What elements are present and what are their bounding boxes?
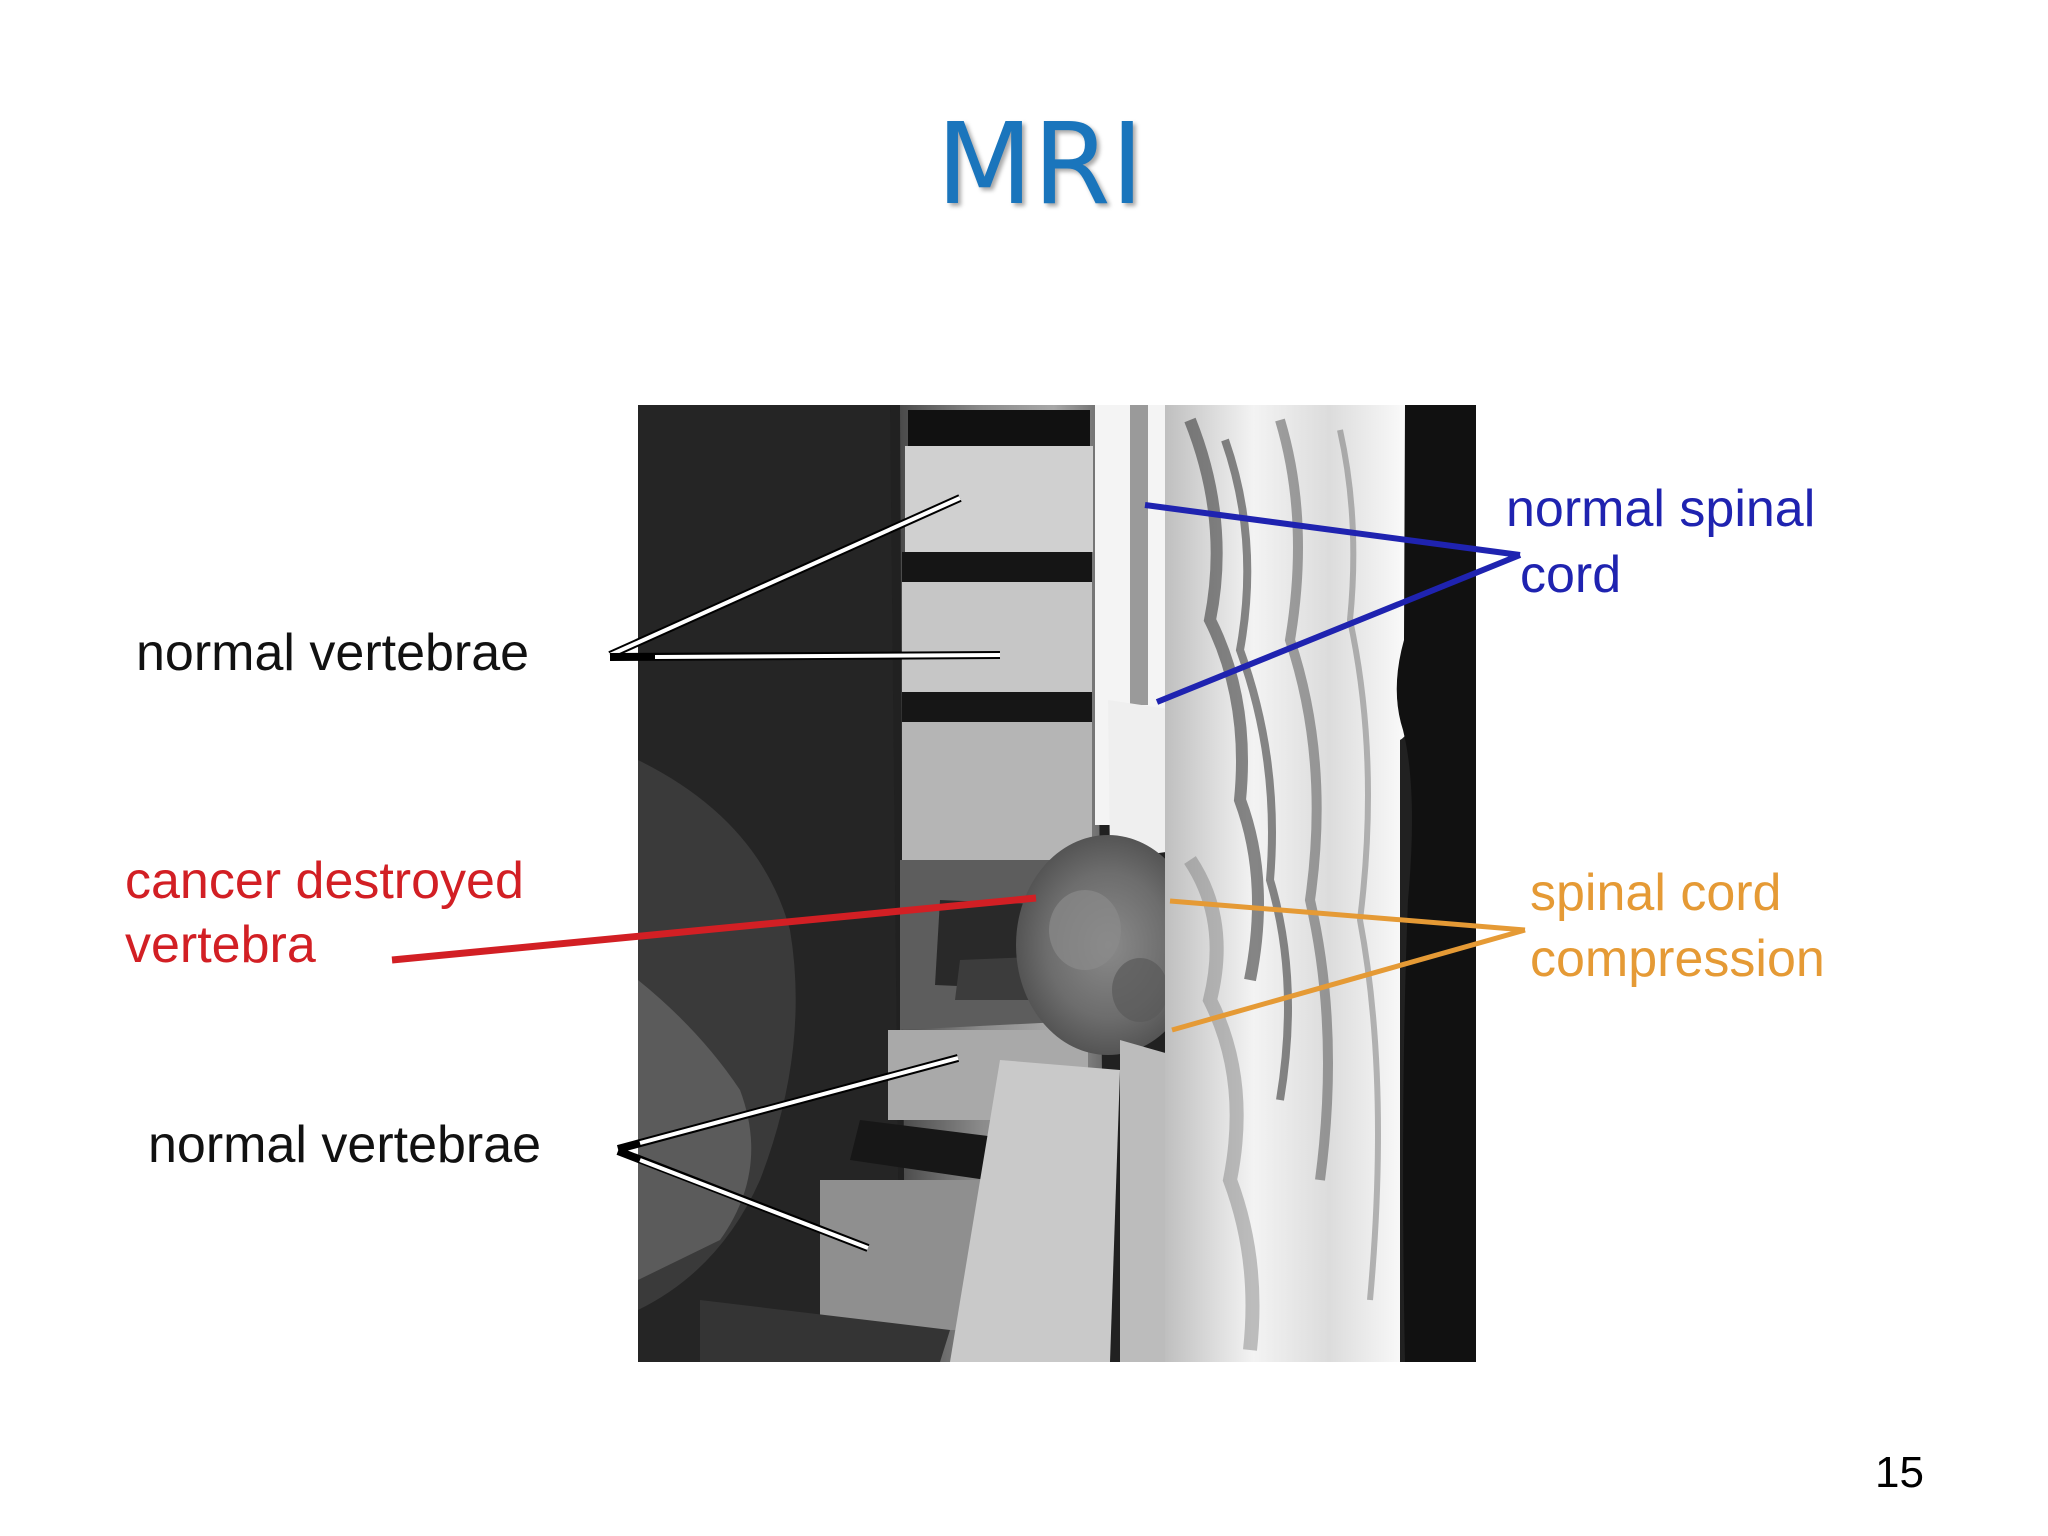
spinal-cord-compression-pointer (1169, 898, 1526, 1033)
slide-title: MRI (936, 100, 1144, 230)
cancer-destroyed-pointer (391, 894, 1037, 964)
label-cancer-destroyed-line2: vertebra (125, 916, 316, 974)
label-compression-line1: spinal cord (1530, 864, 1782, 922)
label-normal-spinal-line2: cord (1520, 546, 1622, 604)
annotation-lines (391, 494, 1526, 1252)
normal-vertebrae-bottom-pointer (616, 1054, 960, 1252)
label-normal-spinal-line1: normal spinal (1506, 480, 1816, 538)
label-compression-line2: compression (1530, 930, 1825, 988)
label-normal-vertebrae-top: normal vertebrae (136, 624, 530, 682)
label-cancer-destroyed-line1: cancer destroyed (125, 852, 524, 910)
page-number: 15 (1875, 1448, 1924, 1497)
normal-spinal-cord-pointer (1144, 502, 1522, 705)
label-normal-vertebrae-bottom: normal vertebrae (148, 1116, 542, 1174)
mri-image (638, 405, 1476, 1362)
normal-vertebrae-top-pointer (608, 494, 1001, 661)
